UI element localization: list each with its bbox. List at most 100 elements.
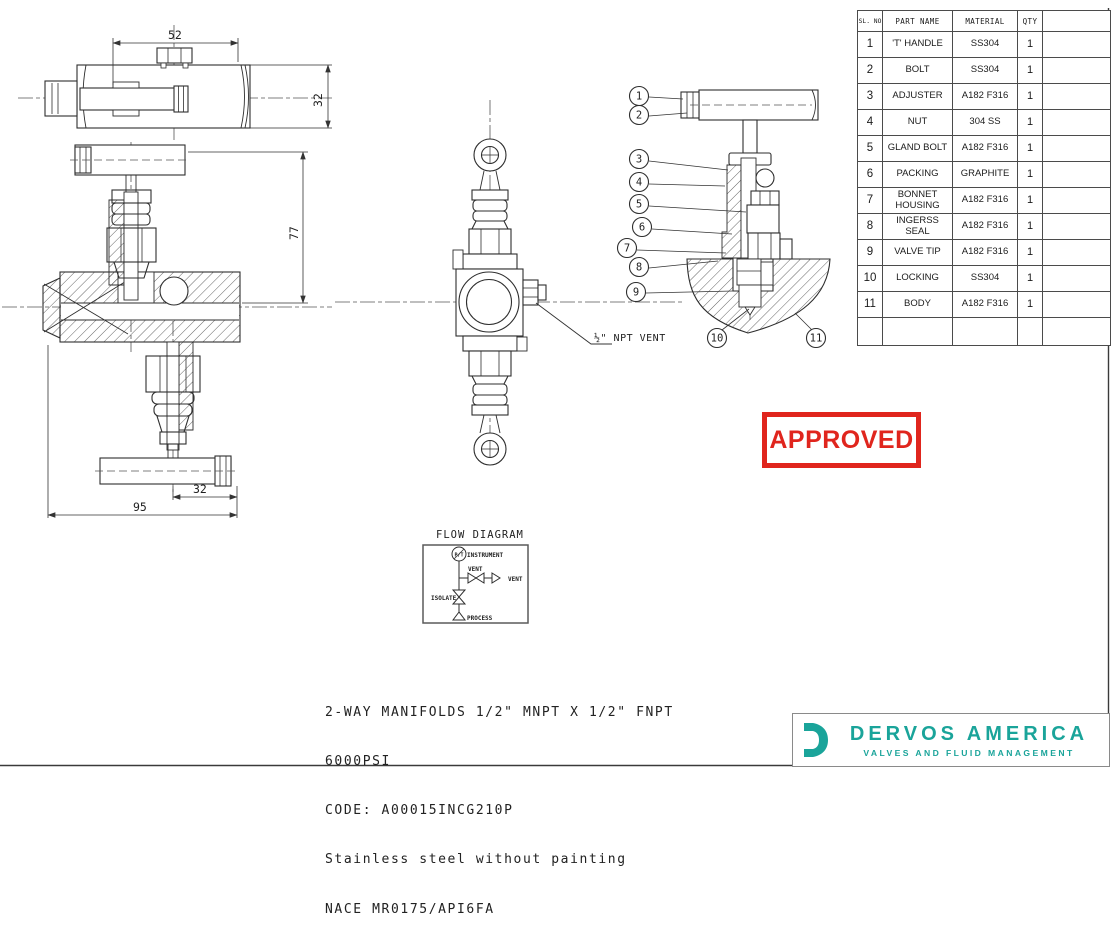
table-cell: 304 SS [952, 109, 1018, 136]
logo-text: DERVOS AMERICA VALVES AND FLUID MANAGEME… [837, 723, 1101, 758]
table-cell: 1 [1017, 161, 1043, 188]
balloon-6: 6 [631, 216, 653, 238]
logo-box: DERVOS AMERICA VALVES AND FLUID MANAGEME… [792, 713, 1110, 767]
isolate-label: ISOLATE [431, 595, 457, 602]
svg-text:8: 8 [636, 262, 642, 274]
table-cell: 6 [857, 161, 883, 188]
svg-text:6: 6 [639, 222, 645, 234]
table-cell: 11 [857, 291, 883, 318]
title-line-product: 2-WAY MANIFOLDS 1/2" MNPT X 1/2" FNPT [325, 704, 674, 720]
table-cell: 1 [1017, 265, 1043, 292]
table-cell: 2 [857, 57, 883, 84]
table-cell: 1 [1017, 57, 1043, 84]
table-cell: SS304 [952, 57, 1018, 84]
balloon-9: 9 [625, 281, 647, 303]
top-view-dimensions: 52 32 [112, 28, 331, 129]
top-view-drawing [44, 47, 332, 129]
parts-table: SL. NO PART NAME MATERIAL QTY 1'T' HANDL… [857, 10, 1111, 346]
balloons: 1 2 3 4 5 6 7 8 9 10 11 [616, 85, 827, 349]
table-cell: PACKING [882, 161, 953, 188]
balloon-7: 7 [616, 237, 638, 259]
svg-text:7: 7 [624, 243, 630, 255]
vent-callout: ½" NPT VENT [535, 302, 666, 345]
table-cell [1042, 161, 1111, 188]
flow-title: FLOW DIAGRAM [436, 529, 524, 541]
table-cell: A182 F316 [952, 83, 1018, 110]
table-cell: LOCKING [882, 265, 953, 292]
table-cell: SS304 [952, 31, 1018, 58]
balloon-10: 10 [706, 327, 728, 349]
table-cell [1042, 291, 1111, 318]
table-cell [1042, 239, 1111, 266]
table-cell: A182 F316 [952, 291, 1018, 318]
table-cell: 7 [857, 187, 883, 214]
svg-text:P/T: P/T [454, 553, 463, 559]
table-cell: 9 [857, 239, 883, 266]
table-cell: 1 [1017, 239, 1043, 266]
vent-out-label: VENT [508, 576, 523, 583]
table-cell [1042, 109, 1111, 136]
title-line-nace: NACE MR0175/API6FA [325, 901, 495, 917]
title-block: 2-WAY MANIFOLDS 1/2" MNPT X 1/2" FNPT 60… [325, 672, 674, 935]
side-view-drawing [452, 138, 547, 466]
balloon-1: 1 [628, 85, 650, 107]
table-cell [1042, 135, 1111, 162]
table-cell: 1 [1017, 83, 1043, 110]
drawing-sheet: 52 32 [0, 8, 1110, 767]
table-cell: 10 [857, 265, 883, 292]
table-cell: 1 [1017, 291, 1043, 318]
balloon-5: 5 [628, 193, 650, 215]
dim-95: 95 [133, 500, 147, 514]
logo-tagline: VALVES AND FLUID MANAGEMENT [863, 747, 1075, 758]
svg-text:10: 10 [711, 333, 724, 345]
table-cell: 'T' HANDLE [882, 31, 953, 58]
flow-diagram: FLOW DIAGRAM P/T INSTRUMENT VENT VENT IS… [422, 529, 529, 624]
table-cell: VALVE TIP [882, 239, 953, 266]
col-part-name: PART NAME [882, 10, 953, 32]
title-line-pressure: 6000PSI [325, 754, 391, 770]
table-cell [1042, 31, 1111, 58]
dervos-logo-icon [804, 723, 828, 757]
title-line-finish: Stainless steel without painting [325, 852, 627, 868]
balloon-4: 4 [628, 171, 650, 193]
table-cell: 8 [857, 213, 883, 240]
table-cell: 1 [1017, 135, 1043, 162]
table-header-row: SL. NO PART NAME MATERIAL QTY [857, 10, 1111, 32]
table-cell: BODY [882, 291, 953, 318]
vent-label: ½" NPT VENT [594, 332, 666, 344]
table-cell: 4 [857, 109, 883, 136]
approved-stamp: APPROVED [762, 412, 921, 468]
svg-text:4: 4 [636, 177, 642, 189]
process-label: PROCESS [467, 615, 493, 622]
col-qty: QTY [1017, 10, 1043, 32]
table-row [857, 317, 1111, 346]
balloon-leaders [636, 96, 813, 331]
balloon-8: 8 [628, 256, 650, 278]
table-cell [1042, 213, 1111, 240]
logo-brand-name: DERVOS AMERICA [849, 722, 1089, 745]
table-cell: 3 [857, 83, 883, 110]
table-cell [1042, 83, 1111, 110]
table-cell: GRAPHITE [952, 161, 1018, 188]
table-cell: BONNET HOUSING [882, 187, 953, 214]
table-cell: 1 [1017, 109, 1043, 136]
col-blank [1042, 10, 1111, 32]
balloon-11: 11 [805, 327, 827, 349]
col-slno: SL. NO [857, 10, 883, 32]
svg-text:11: 11 [810, 333, 823, 345]
col-material: MATERIAL [952, 10, 1018, 32]
table-cell: INGERSS SEAL [882, 213, 953, 240]
front-section-dimensions: 77 32 95 [47, 151, 308, 518]
table-cell: 5 [857, 135, 883, 162]
table-cell [1042, 317, 1111, 346]
svg-text:2: 2 [636, 110, 642, 122]
